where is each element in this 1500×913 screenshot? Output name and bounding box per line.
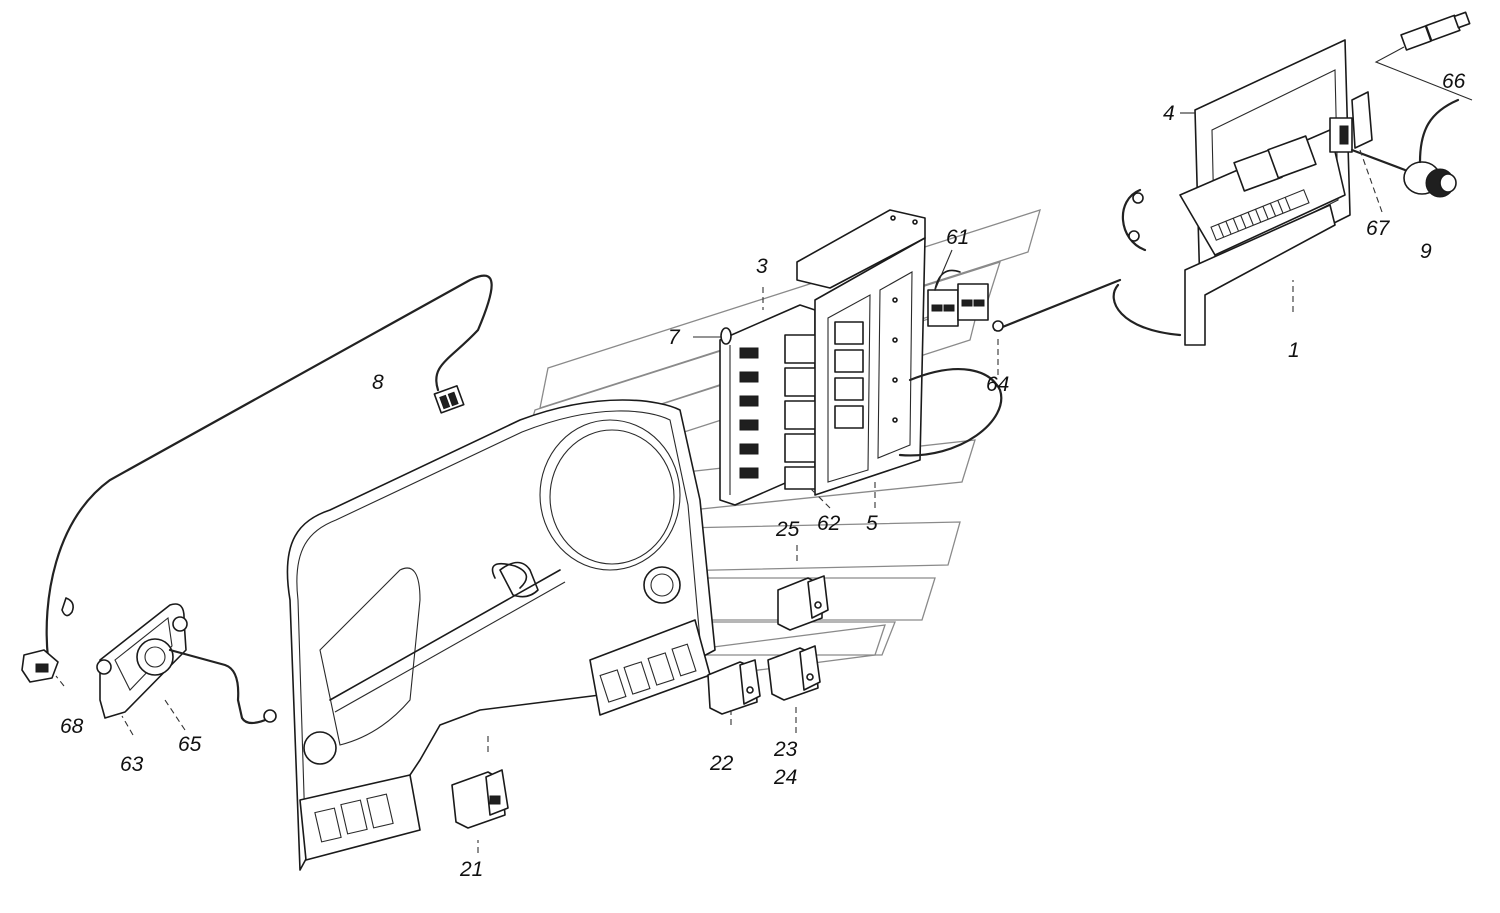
main-wire — [898, 278, 1122, 457]
round-connector-9 — [1350, 98, 1460, 198]
switch-25 — [777, 575, 829, 631]
switch-22 — [707, 659, 761, 715]
callout-24: 24 — [773, 766, 797, 789]
flange-socket-63-65 — [96, 603, 277, 725]
callout-66: 66 — [1442, 70, 1466, 93]
terminal-block-67 — [1329, 91, 1373, 153]
callout-65: 65 — [178, 733, 202, 756]
callout-23: 23 — [773, 738, 798, 761]
switch-23-24 — [767, 645, 821, 701]
callout-67: 67 — [1366, 217, 1391, 240]
callout-4: 4 — [1163, 102, 1175, 125]
callout-labels: 1 3 4 5 7 8 9 21 22 23 24 25 61 62 63 64… — [60, 70, 1466, 881]
callout-8: 8 — [372, 371, 384, 394]
callout-5: 5 — [866, 512, 878, 535]
switch-21 — [451, 769, 509, 829]
dashboard-panel — [286, 399, 716, 871]
callout-22: 22 — [709, 752, 734, 775]
callout-21: 21 — [459, 858, 483, 881]
rear-bracket-assembly — [1112, 39, 1351, 346]
callout-3: 3 — [756, 255, 768, 278]
callout-63: 63 — [120, 753, 144, 776]
callout-9: 9 — [1420, 240, 1432, 263]
inline-plug-66 — [1374, 11, 1473, 101]
callout-7: 7 — [668, 326, 681, 349]
relay-pair-61 — [927, 269, 989, 327]
leader-lines — [55, 112, 1383, 853]
wire-harness-8 — [45, 274, 493, 660]
callout-25: 25 — [775, 518, 800, 541]
callout-61: 61 — [946, 226, 969, 249]
connector-68 — [21, 597, 74, 683]
callout-62: 62 — [817, 512, 841, 535]
relay-box-5 — [796, 209, 926, 496]
callout-68: 68 — [60, 715, 84, 738]
callout-1: 1 — [1288, 339, 1300, 362]
callout-64: 64 — [986, 373, 1009, 396]
